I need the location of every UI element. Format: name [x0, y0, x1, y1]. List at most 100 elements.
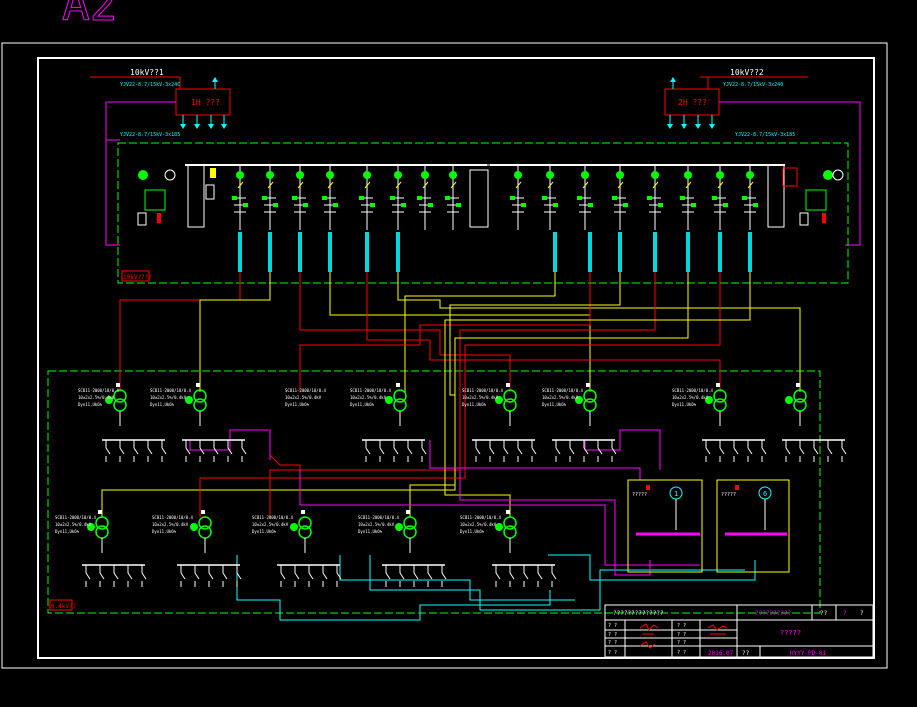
meter-icon: [185, 396, 193, 404]
transformer-spec: 10±2x2.5%/0.4kV: [350, 395, 387, 400]
meter-icon: [495, 523, 503, 531]
special-panel-1-number: 1: [674, 490, 678, 498]
special-panel-1: ????? 1: [627, 479, 703, 573]
title-company: ??????????: [755, 610, 792, 617]
meter-icon: [746, 171, 754, 179]
meter-icon: [394, 171, 402, 179]
meter-icon: [449, 171, 457, 179]
transformer-spec: SCB11-2000/10/0.4: [152, 515, 194, 520]
cable-route: [299, 272, 511, 392]
meter-icon: [575, 396, 583, 404]
hv-feeder-cubicles: [232, 165, 758, 272]
incomer-left: [137, 164, 216, 228]
meter-icon: [395, 523, 403, 531]
transformer-spec: SCB11-2000/10/0.4: [358, 515, 400, 520]
transformer-coil-icon: [113, 389, 127, 403]
transformer-coil-icon: [193, 389, 207, 403]
transformer-spec: 10±2x2.5%/0.4kV: [78, 395, 115, 400]
lv-area-boundary: [47, 370, 821, 614]
cable-routing: [101, 272, 801, 621]
meter-icon: [190, 523, 198, 531]
inner-frame: [37, 57, 875, 659]
transformer-spec: SCB11-2000/10/0.4: [252, 515, 294, 520]
cable-route: [444, 272, 751, 517]
meter-icon: [581, 171, 589, 179]
meter-icon: [684, 171, 692, 179]
transformer-unit: SCB11-2000/10/0.410±2x2.5%/0.4kVDyn11,Uk…: [672, 383, 847, 462]
meter-icon: [296, 171, 304, 179]
transformer-spec: SCB11-2000/10/0.4: [55, 515, 97, 520]
title-block: [604, 604, 874, 658]
transformer-spec: SCB11-2000/10/0.4: [78, 388, 120, 393]
transformer-spec: Dyn11,Uk6%: [55, 529, 80, 534]
incomer-right: [767, 164, 844, 228]
meter-icon: [421, 171, 429, 179]
hv-feeder: [612, 165, 628, 230]
transformer-spec: 10±2x2.5%/0.4kV: [55, 522, 92, 527]
cable-route: [199, 272, 721, 517]
meter-icon: [785, 396, 793, 404]
cable-route: [119, 272, 241, 392]
hv-feeder: [322, 165, 338, 230]
transformer-units: SCB11-2000/10/0.4 10±2x2.5%/0.4kV Dyn11,Uk…: [55, 383, 847, 587]
meter-icon: [290, 523, 298, 531]
hv-feeder: [510, 165, 526, 230]
hv-feeder: [577, 165, 593, 230]
feeder-cable-tag: [718, 232, 722, 272]
meter-icon: [495, 396, 503, 404]
bus-tie: [469, 164, 490, 228]
sheet-size-label: A2: [62, 0, 117, 31]
title-number-label: ??: [742, 650, 750, 657]
role-1: ? ?: [608, 632, 617, 638]
transformer-spec: 10±2x2.5%/0.4kV: [150, 395, 187, 400]
transformer-unit: SCB11-2000/10/0.410±2x2.5%/0.4kVDyn11,Uk…: [350, 383, 537, 462]
transformer-coil-icon: [393, 389, 407, 403]
transformer-spec: 10±2x2.5%/0.4kV: [285, 395, 322, 400]
hv-feeder: [445, 165, 461, 230]
hv-feeder: [262, 165, 278, 230]
cabinet-2h-label: 2H ???: [678, 98, 707, 107]
hv-feeder: [647, 165, 663, 230]
cable-route: [299, 272, 591, 392]
meter-icon: [705, 396, 713, 404]
transformer-unit: SCB11-2000/10/0.410±2x2.5%/0.4kVDyn11,Uk…: [285, 383, 427, 462]
transformer-spec: 10±2x2.5%/0.4kV: [460, 522, 497, 527]
meter-icon: [514, 171, 522, 179]
meter-icon: [616, 171, 624, 179]
source-left: 10kV??1 YJV22-8.7/15kV-3x240 1H ??? YJV2…: [90, 68, 231, 246]
source-right: 10kV??2 YJV22-8.7/15kV-3x240 2H ??? YJV2…: [664, 68, 861, 246]
transformer-spec: SCB11-2000/10/0.4: [150, 388, 192, 393]
transformer-unit: SCB11-2000/10/0.4 10±2x2.5%/0.4kV Dyn11,Uk…: [55, 510, 147, 587]
transformer-coil-icon: [503, 516, 517, 530]
transformer-unit: SCB11-2000/10/0.410±2x2.5%/0.4kVDyn11,Uk…: [462, 383, 617, 462]
transformer-spec: SCB11-2000/10/0.4: [672, 388, 714, 393]
special-panel-1-label: ?????: [632, 492, 647, 498]
meter-icon: [385, 396, 393, 404]
hv-feeder: [680, 165, 696, 230]
feeder-cable-tag: [268, 232, 272, 272]
lv-area-label: 0.4kV??: [51, 603, 77, 610]
transformer-spec: Dyn11,Uk6%: [358, 529, 383, 534]
transformer-spec: SCB11-2000/10/0.4: [460, 515, 502, 520]
transformer-spec: 10±2x2.5%/0.4kV: [358, 522, 395, 527]
cable-route: [366, 272, 721, 392]
role-r0: ? ?: [677, 623, 686, 629]
meter-icon: [716, 171, 724, 179]
meter-icon: [105, 396, 113, 404]
cable-route: [397, 272, 801, 392]
meter-icon: [87, 523, 95, 531]
role-2: ? ?: [608, 640, 617, 646]
cable-route: [584, 429, 661, 470]
cable-route: [404, 272, 556, 392]
hv-label-box: [121, 270, 150, 282]
transformer-coil-icon: [503, 389, 517, 403]
transformer-coil-icon: [198, 516, 212, 530]
transformer-spec: SCB11-2000/10/0.4: [462, 388, 504, 393]
transformer-spec: Dyn11,Uk6%: [78, 402, 103, 407]
transformer-spec: Dyn11,Uk6%: [152, 529, 177, 534]
transformer-spec: Dyn11,Uk6%: [285, 402, 310, 407]
cable-route: [339, 555, 575, 601]
cable-route: [429, 440, 641, 480]
role-r2: ? ?: [677, 640, 686, 646]
transformer-spec: 10±2x2.5%/0.4kV: [462, 395, 499, 400]
